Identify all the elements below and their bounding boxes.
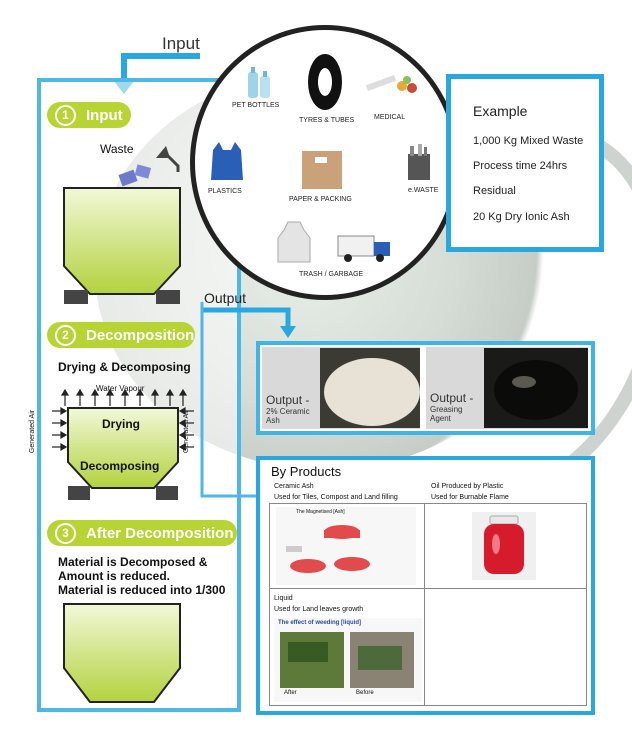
waste-label-plastics: PLASTICS (208, 188, 242, 195)
byproduct-1-use: Used for Tiles, Compost and Land filling (274, 494, 398, 501)
byproduct-2-use: Used for Burnable Flame (431, 494, 509, 501)
output-1-title: Output - (266, 393, 310, 407)
waste-label-ewaste: e.WASTE (408, 187, 439, 194)
weeding-photos (280, 632, 414, 688)
hopper-after (63, 603, 181, 703)
waste-label-tyres: TYRES & TUBES (299, 117, 355, 124)
plastics-image (211, 142, 243, 180)
step-2-number: 2 (55, 324, 76, 346)
after-line-2: Amount is reduced. (58, 569, 171, 583)
liquid-image-caption: The effect of weeding [liquid] (278, 620, 361, 626)
example-line-4: 20 Kg Dry Ionic Ash (473, 211, 570, 223)
tyre-image (308, 54, 342, 110)
step-2-pill: 2 Decomposition (47, 322, 195, 348)
ash-bowls-image (286, 525, 370, 573)
trash-bag-image (277, 221, 311, 263)
connector-line (200, 302, 258, 498)
ceramic-ash-image (320, 348, 420, 428)
hopper-decomposition (67, 407, 179, 500)
step-1-pill: 1 Input (47, 102, 131, 128)
e-waste-image (408, 144, 430, 180)
waste-chute-arrow (118, 146, 180, 187)
step-1-title: Input (86, 106, 123, 124)
byproduct-1-name: Ceramic Ash (274, 483, 314, 490)
byproduct-2-name: Oil Produced by Plastic (431, 483, 504, 490)
paper-packing-image (302, 151, 342, 189)
output-2-desc: Greasing Agent (430, 405, 463, 423)
decomposing-label: Decomposing (80, 459, 160, 473)
example-box: Example 1,000 Kg Mixed Waste Process tim… (446, 74, 604, 252)
output-1-desc: 2% Ceramic Ash (266, 407, 310, 425)
after-line-3: Material is reduced into 1/300 (58, 583, 226, 597)
ash-image-caption: The Magnetised [Ash] (296, 509, 345, 515)
garbage-truck-image (337, 235, 390, 262)
medical-image (365, 75, 417, 93)
step-1-number: 1 (55, 104, 76, 126)
waste-label-paper: PAPER & PACKING (289, 196, 352, 203)
output-2-title: Output - (430, 391, 474, 405)
water-vapour-label: Water Vapour (96, 384, 145, 393)
step-2-title: Decomposition (86, 326, 195, 344)
example-line-1: 1,000 Kg Mixed Waste (473, 135, 584, 147)
example-title: Example (473, 103, 528, 119)
step-3-pill: 3 After Decomposition (47, 520, 237, 546)
example-line-3: Residual (473, 185, 516, 197)
example-line-2: Process time 24hrs (473, 160, 568, 172)
byproduct-grid (269, 503, 587, 706)
air-arrows (52, 406, 194, 452)
grid-hline (269, 588, 587, 589)
output-heading: Output (204, 290, 247, 306)
pet-bottles-image (248, 67, 270, 98)
output-arrow (202, 307, 296, 338)
greasing-agent-image (484, 348, 588, 428)
vapour-arrows (60, 388, 188, 406)
weeding-after-label: After (284, 690, 297, 696)
byproduct-3-name: Liquid (274, 595, 293, 602)
by-products-title: By Products (271, 464, 342, 479)
weeding-before-label: Before (356, 690, 374, 696)
generated-air-left: Generated Air (29, 409, 37, 454)
input-heading: Input (162, 34, 200, 53)
drying-caption: Drying & Decomposing (58, 360, 191, 374)
grid-vline (424, 503, 425, 706)
hopper-input (63, 187, 181, 304)
byproduct-3-use: Used for Land leaves growth (274, 606, 364, 613)
drying-label: Drying (102, 417, 141, 431)
waste-label-medical: MEDICAL (374, 114, 406, 121)
step-3-title: After Decomposition (86, 524, 234, 542)
step-3-number: 3 (55, 522, 76, 544)
oil-jar-image (472, 512, 536, 580)
waste-label-trash: TRASH / GARBAGE (299, 271, 364, 278)
waste-label-pet: PET BOTTLES (232, 102, 280, 109)
waste-label: Waste (100, 142, 134, 156)
after-line-1: Material is Decomposed & (58, 555, 208, 569)
